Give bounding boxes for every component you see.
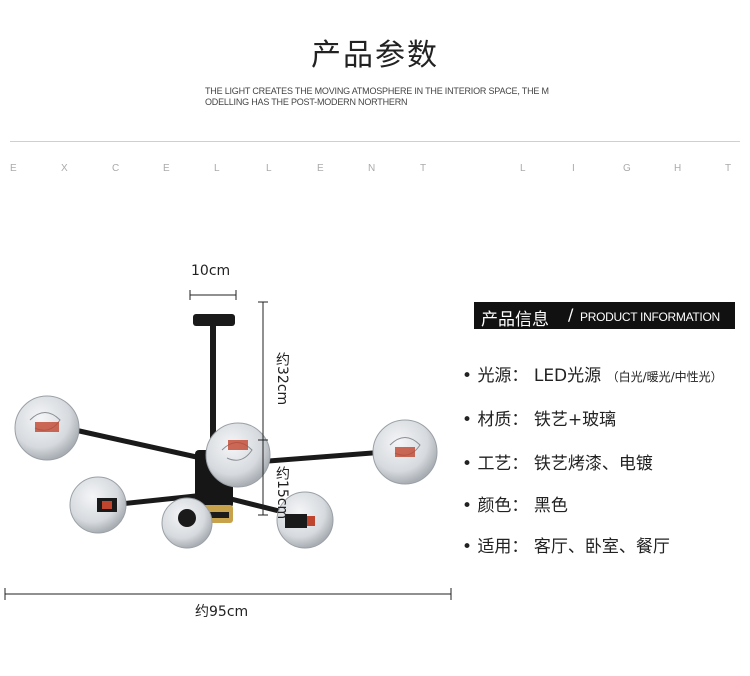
spec-label: 工艺： <box>477 454 529 474</box>
bullet: • <box>462 410 473 430</box>
spec-value: 客厅、卧室、餐厅 <box>533 537 670 557</box>
globe-lower-middle <box>161 497 213 549</box>
dimension-total-width: 约95cm <box>195 604 249 620</box>
dimension-height-top: 约32cm <box>274 352 290 406</box>
tag-letter: H <box>674 163 682 174</box>
ceiling-canopy <box>193 314 235 326</box>
product-info-heading: 产品信息 / PRODUCT INFORMATION <box>474 302 735 330</box>
spec-color: • 颜色： 黑色 <box>462 491 568 516</box>
spec-value: 铁艺+玻璃 <box>533 410 617 430</box>
tag-letter: E <box>317 163 324 174</box>
bullet: • <box>462 496 473 516</box>
tag-letter: L <box>266 163 272 174</box>
dimension-height-lower: 约15cm <box>274 466 290 520</box>
down-rod <box>210 326 216 454</box>
tag-letter: L <box>520 163 526 174</box>
spec-label: 颜色： <box>477 496 529 516</box>
tag-letter: T <box>420 163 427 174</box>
spec-material: • 材质： 铁艺+玻璃 <box>462 405 616 430</box>
chandelier-illustration <box>4 290 452 600</box>
spec-value: 黑色 <box>533 496 568 516</box>
product-info-heading-en: PRODUCT INFORMATION <box>580 310 720 324</box>
product-info-heading-cn: 产品信息 <box>481 310 549 330</box>
tag-letter: L <box>214 163 220 174</box>
dimension-lines <box>4 290 452 600</box>
heading-separator: / <box>568 305 574 324</box>
tag-letter: T <box>725 163 732 174</box>
divider <box>10 141 740 142</box>
tag-letter: I <box>572 163 575 174</box>
dimension-canopy-width: 10cm <box>191 263 231 279</box>
spec-label: 光源： <box>477 366 529 386</box>
globe-center <box>205 422 271 488</box>
tag-letter: N <box>368 163 376 174</box>
tag-letter: E <box>10 163 17 174</box>
globe-lower-left <box>69 476 127 534</box>
spec-light-source: • 光源： LED光源 （白光/暖光/中性光） <box>462 361 723 386</box>
spec-note: （白光/暖光/中性光） <box>606 370 723 384</box>
globe-right <box>372 419 438 485</box>
bullet: • <box>462 454 473 474</box>
tag-letter: C <box>112 163 120 174</box>
spec-value: LED光源 <box>533 366 602 386</box>
spec-usage: • 适用： 客厅、卧室、餐厅 <box>462 532 670 557</box>
tag-letter: E <box>163 163 170 174</box>
spec-label: 材质： <box>477 410 529 430</box>
spec-value: 铁艺烤漆、电镀 <box>533 454 653 474</box>
spec-craft: • 工艺： 铁艺烤漆、电镀 <box>462 449 653 474</box>
page-title: 产品参数 <box>311 38 439 73</box>
tag-letter: X <box>61 163 68 174</box>
bullet: • <box>462 366 473 386</box>
globe-lower-right <box>276 491 334 549</box>
spaced-tagline: E X C E L L E N T L I G H T <box>0 163 750 177</box>
bullet: • <box>462 537 473 557</box>
globe-left <box>14 395 80 461</box>
page-subtitle: THE LIGHT CREATES THE MOVING ATMOSPHERE … <box>205 86 549 107</box>
spec-label: 适用： <box>477 537 529 557</box>
tag-letter: G <box>623 163 631 174</box>
